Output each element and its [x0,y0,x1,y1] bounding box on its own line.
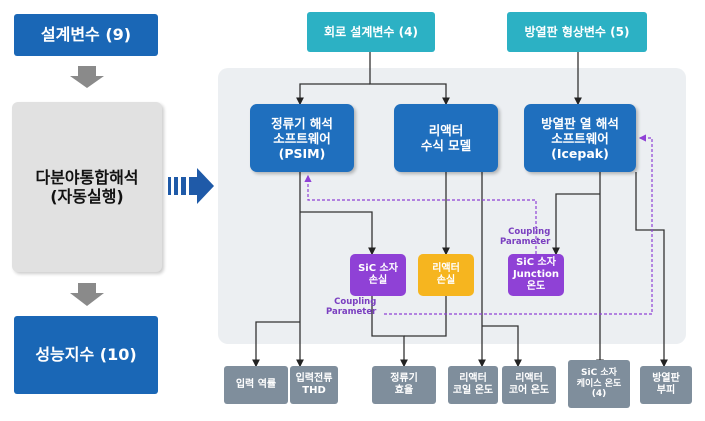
wire-psim-to-sic [300,211,376,256]
wire-reactor-to-core [482,325,522,368]
multidisciplinary-analysis-box: 다분야통합해석 (자동실행) [12,102,162,272]
output-reactor-core-temp: 리액터 코어 온도 [502,366,556,404]
output-sic-case-temp: SiC 소자 케이스 온도 (4) [568,360,630,408]
wire-icepak-to-junction [552,193,600,256]
coupling-junction-to-psim [304,174,537,254]
coupling-label-1: Coupling Parameter [500,227,551,247]
wire-sic-to-eff [371,296,408,368]
psim-software-block: 정류기 해석 소프트웨어 (PSIM) [250,104,354,172]
performance-index-box: 성능지수 (10) [14,316,158,394]
reactor-loss-block: 리액터 손실 [418,254,474,296]
output-reactor-coil-temp: 리액터 코일 온도 [448,366,498,404]
wire-rloss-to-eff [404,296,447,337]
design-variables-box: 설계변수 (9) [14,14,158,56]
reactor-model-block: 리액터 수식 모델 [394,104,498,172]
wire-psim-to-pf [252,321,300,368]
right-arrow [168,168,214,204]
output-input-thd: 입력전류 THD [290,366,338,404]
wire-icepak-to-volume [635,172,668,368]
sic-loss-block: SiC 소자 손실 [350,254,406,296]
output-heatsink-volume: 방열판 부피 [640,366,692,404]
junction-temp-block: SiC 소자 Junction 온도 [508,254,564,296]
coupling-sic-to-icepak [384,134,653,315]
wire-circuit-to-reactor [369,52,450,106]
coupling-label-2: Coupling Parameter [326,297,377,317]
wire-circuit-to-psim [296,83,370,106]
output-rectifier-efficiency: 정류기 효율 [372,366,436,404]
circuit-design-variables-box: 회로 설계변수 (4) [307,12,435,52]
heatsink-shape-variables-box: 방열판 형상변수 (5) [507,12,647,52]
icepak-software-block: 방열판 열 해석 소프트웨어 (Icepak) [524,104,636,172]
output-input-pf: 입력 역률 [224,366,288,404]
down-arrow-top [70,66,104,88]
down-arrow-bottom [70,283,104,306]
